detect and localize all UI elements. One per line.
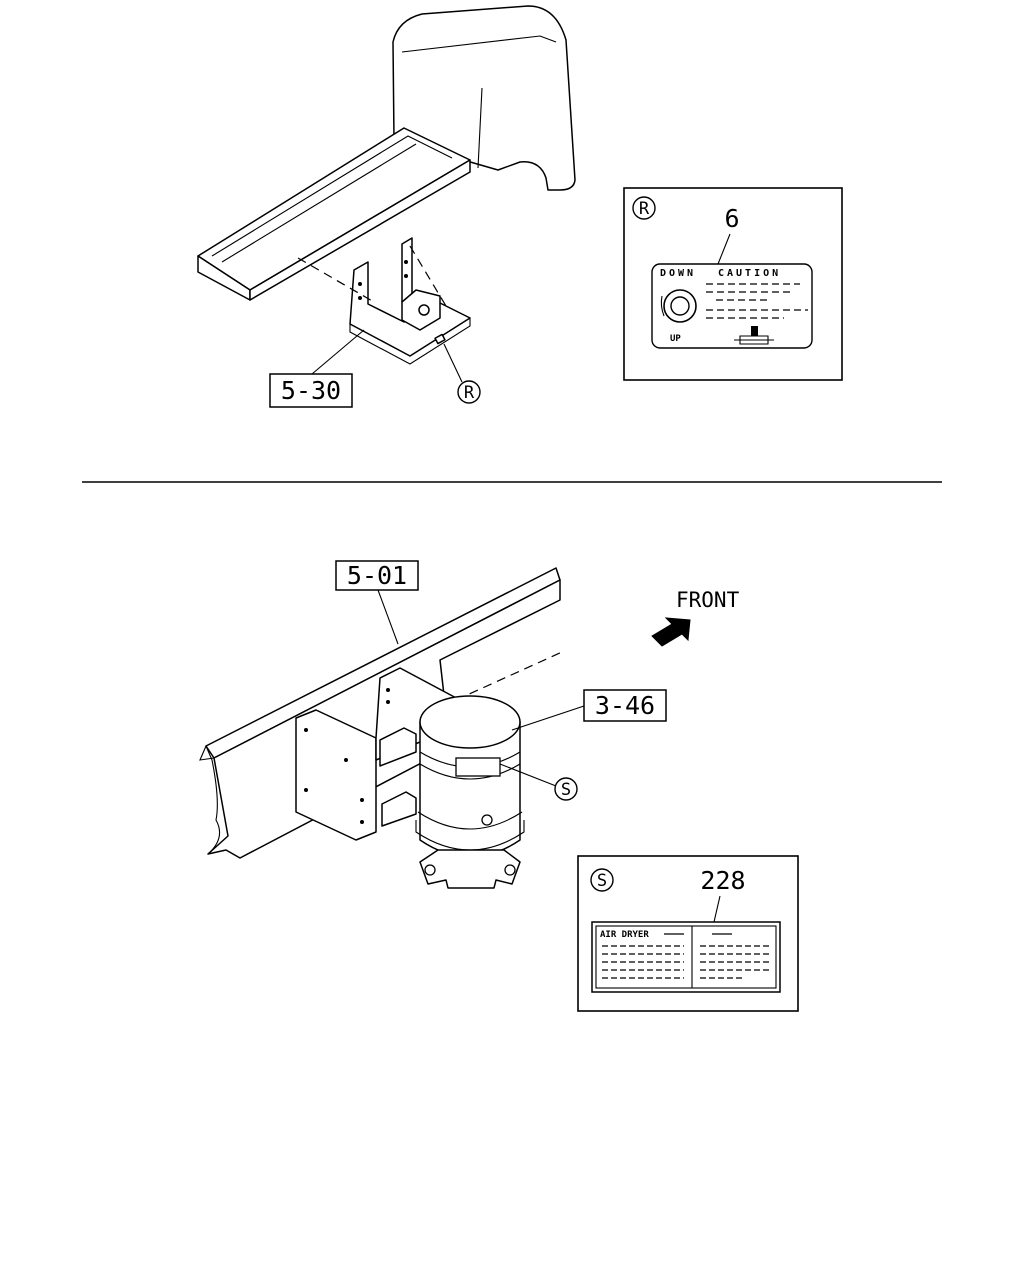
inset-r-part-number: 6 [724,204,739,233]
caution-label-caution: CAUTION [718,268,781,279]
front-label: FRONT [676,588,740,612]
bracket-hole-b [304,788,308,792]
air-dryer-base [419,849,521,889]
air-dryer-top [419,695,521,749]
cab-edge-2 [477,87,483,169]
marker-s-circle [554,777,578,801]
upper-assembly-drawing [197,5,576,365]
callout-5-01-label: 5-01 [347,561,407,590]
marker-s-pointer[interactable]: S [499,763,578,801]
hole-4 [404,274,408,278]
caution-lever-knob [751,326,758,336]
frame-rail-end [205,745,221,855]
air-dryer-port-1 [424,864,436,876]
callout-3-46-box [583,689,667,722]
air-dryer-band-2 [419,763,521,780]
caution-label-up: UP [670,334,681,344]
callout-5-01-box [335,560,419,591]
lower-assembly-drawing [199,567,563,889]
marker-r-circle [457,380,481,404]
inset-s-marker-circle [590,868,614,892]
rail-inner [211,135,453,257]
inset-s-part-number: 228 [700,866,745,895]
guide-dashed-2 [409,245,447,307]
hole-2 [358,296,362,300]
air-dryer-port-2 [504,864,516,876]
air-dryer-plate-text-lines [602,945,770,979]
label-r-on-part [434,333,446,345]
caution-label-down: DOWN [660,268,696,279]
dryer-bracket [295,709,377,841]
caution-dial-inner [670,296,690,316]
callout-3-46-leader [511,705,585,731]
caution-dial-outer [663,289,697,323]
marker-r-pointer[interactable]: R [443,343,481,404]
bracket-hole-d [360,798,364,802]
callout-5-01-leader [377,589,399,645]
dryer-bracket-arm-2 [381,791,417,827]
rail-side-2 [249,159,471,301]
inset-r-marker-circle [632,196,656,220]
front-arrow-icon [651,617,691,647]
hole-3 [404,260,408,264]
front-direction-indicator: FRONT [651,588,740,647]
frame-dashed-line [455,651,563,701]
air-dryer-plate-outer [591,921,781,993]
caution-label [651,263,813,349]
callout-5-30-box [269,373,353,408]
callout-5-30[interactable]: 5-30 [269,329,365,408]
caution-lever-icon [734,335,774,345]
callout-5-30-label: 5-30 [281,376,341,405]
bracket-hole-a [304,728,308,732]
inset-s-leader [713,895,721,923]
marker-s-leader [499,763,557,787]
callout-3-46-label: 3-46 [595,691,655,720]
callout-5-01[interactable]: 5-01 [335,560,419,645]
caution-text-lines [706,283,808,319]
rail-top [197,127,471,291]
callout-5-30-leader [311,329,365,375]
marker-s-letter: S [561,780,571,800]
callout-3-46[interactable]: 3-46 [511,689,667,731]
caution-dial-arrow [660,295,665,317]
bracket-hole-f [386,688,390,692]
bracket-hole-e [360,820,364,824]
inset-r-panel: R 6 DOWN CAUTION UP [623,187,843,381]
bracket-plate-edge [349,318,471,365]
bracket-hole-c [344,758,348,762]
air-dryer-plate-inner [595,925,777,989]
bracket-hole-g [386,700,390,704]
dryer-bracket-arm-1 [379,727,417,767]
air-dryer-bolt [481,814,493,826]
air-dryer-band-3 [417,811,523,830]
bracket-bolt [418,304,430,316]
inset-s-panel: S 228 AIR DRYER [577,855,799,1012]
rail-inner-2 [221,143,417,263]
air-dryer-plate-title: AIR DRYER [600,930,649,940]
hole-1 [358,282,362,286]
cab-edge [401,35,557,53]
frame-rail-end-flange [199,745,215,761]
inset-r-marker-letter: R [639,199,650,219]
inset-s-marker-letter: S [597,871,607,891]
marker-r-letter: R [464,383,475,403]
inset-r-leader [717,233,731,265]
marker-r-leader [443,343,463,383]
air-dryer-label-patch [455,757,501,777]
